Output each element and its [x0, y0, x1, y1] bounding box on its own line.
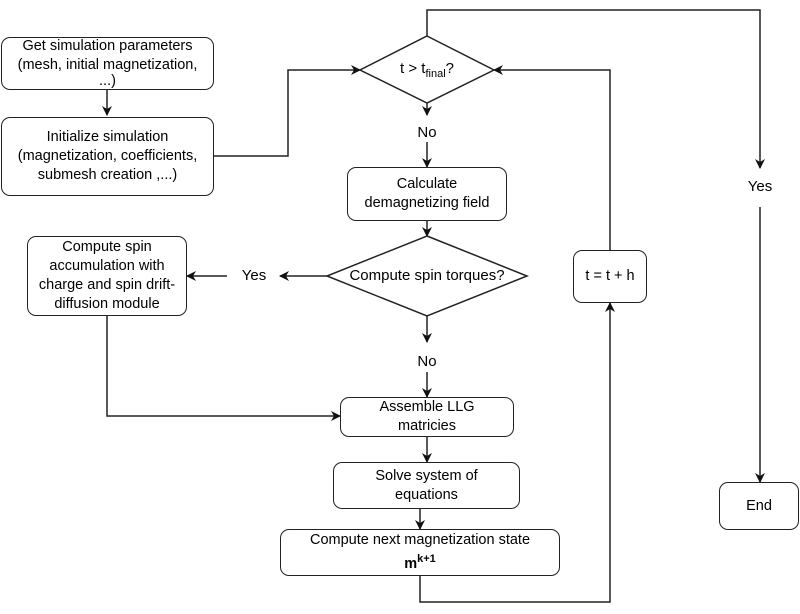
- init-sim-line-1: Initialize simulation: [46, 129, 169, 145]
- get-params-line-3: ...): [99, 72, 116, 89]
- get-params-line-2: (mesh, initial magnetization,: [17, 56, 198, 73]
- spin-accum-line-2: accumulation with: [49, 258, 165, 274]
- edge-next-state-to-increment: [419, 302, 615, 603]
- edge-spin-accum-to-assemble: [106, 316, 341, 421]
- time-check-text: t > tfinal?: [360, 60, 494, 83]
- next-state-symbol: m: [404, 555, 418, 572]
- time-check-no-label: No: [414, 124, 440, 142]
- get-params-line-1: Get simulation parameters: [22, 37, 193, 54]
- solve-line-1: Solve system of: [375, 467, 478, 484]
- next-state-symbol-line: mk+1: [310, 550, 530, 574]
- torque-check-text: Compute spin torques?: [349, 267, 505, 284]
- node-next-state: Compute next magnetization state mk+1: [280, 529, 560, 576]
- init-sim-line-3: submesh creation ,...): [37, 167, 178, 183]
- demag-line-1: Calculate: [396, 176, 458, 192]
- node-init-sim: Initialize simulation (magnetization, co…: [1, 117, 214, 196]
- increment-text: t = t + h: [585, 268, 635, 284]
- edge-time-check-to-yes: [426, 9, 765, 169]
- node-increment: t = t + h: [573, 250, 647, 303]
- time-check-tail: ?: [445, 60, 454, 77]
- spin-accum-line-3: charge and spin drift-: [38, 277, 176, 293]
- torque-no-label: No: [414, 353, 440, 371]
- end-text: End: [746, 497, 772, 514]
- time-check-subscript: final: [425, 68, 446, 80]
- node-assemble: Assemble LLG matricies: [340, 397, 514, 437]
- node-solve: Solve system of equations: [333, 462, 520, 509]
- time-check-main: t > t: [400, 60, 426, 77]
- torque-yes-label: Yes: [236, 267, 272, 285]
- time-check-yes-label: Yes: [742, 178, 778, 196]
- time-check-diamond: [358, 35, 496, 104]
- next-state-line-1: Compute next magnetization state: [309, 532, 531, 549]
- demag-line-2: demagnetizing field: [364, 195, 490, 211]
- spin-accum-line-1: Compute spin: [62, 239, 152, 255]
- torque-check-diamond: [324, 235, 530, 317]
- node-demag: Calculate demagnetizing field: [347, 167, 507, 221]
- next-state-superscript: k+1: [417, 553, 436, 566]
- spin-accum-line-4: diffusion module: [54, 296, 160, 312]
- assemble-line-2: matricies: [397, 418, 456, 434]
- assemble-line-1: Assemble LLG: [379, 399, 475, 415]
- node-get-params: Get simulation parameters (mesh, initial…: [1, 37, 214, 90]
- init-sim-line-2: (magnetization, coefficients,: [17, 148, 198, 164]
- edge-init-to-time-check: [214, 65, 361, 157]
- edge-increment-to-time-check: [493, 65, 611, 250]
- node-spin-accum: Compute spin accumulation with charge an…: [27, 236, 187, 316]
- solve-line-2: equations: [395, 486, 458, 503]
- node-end: End: [719, 482, 799, 530]
